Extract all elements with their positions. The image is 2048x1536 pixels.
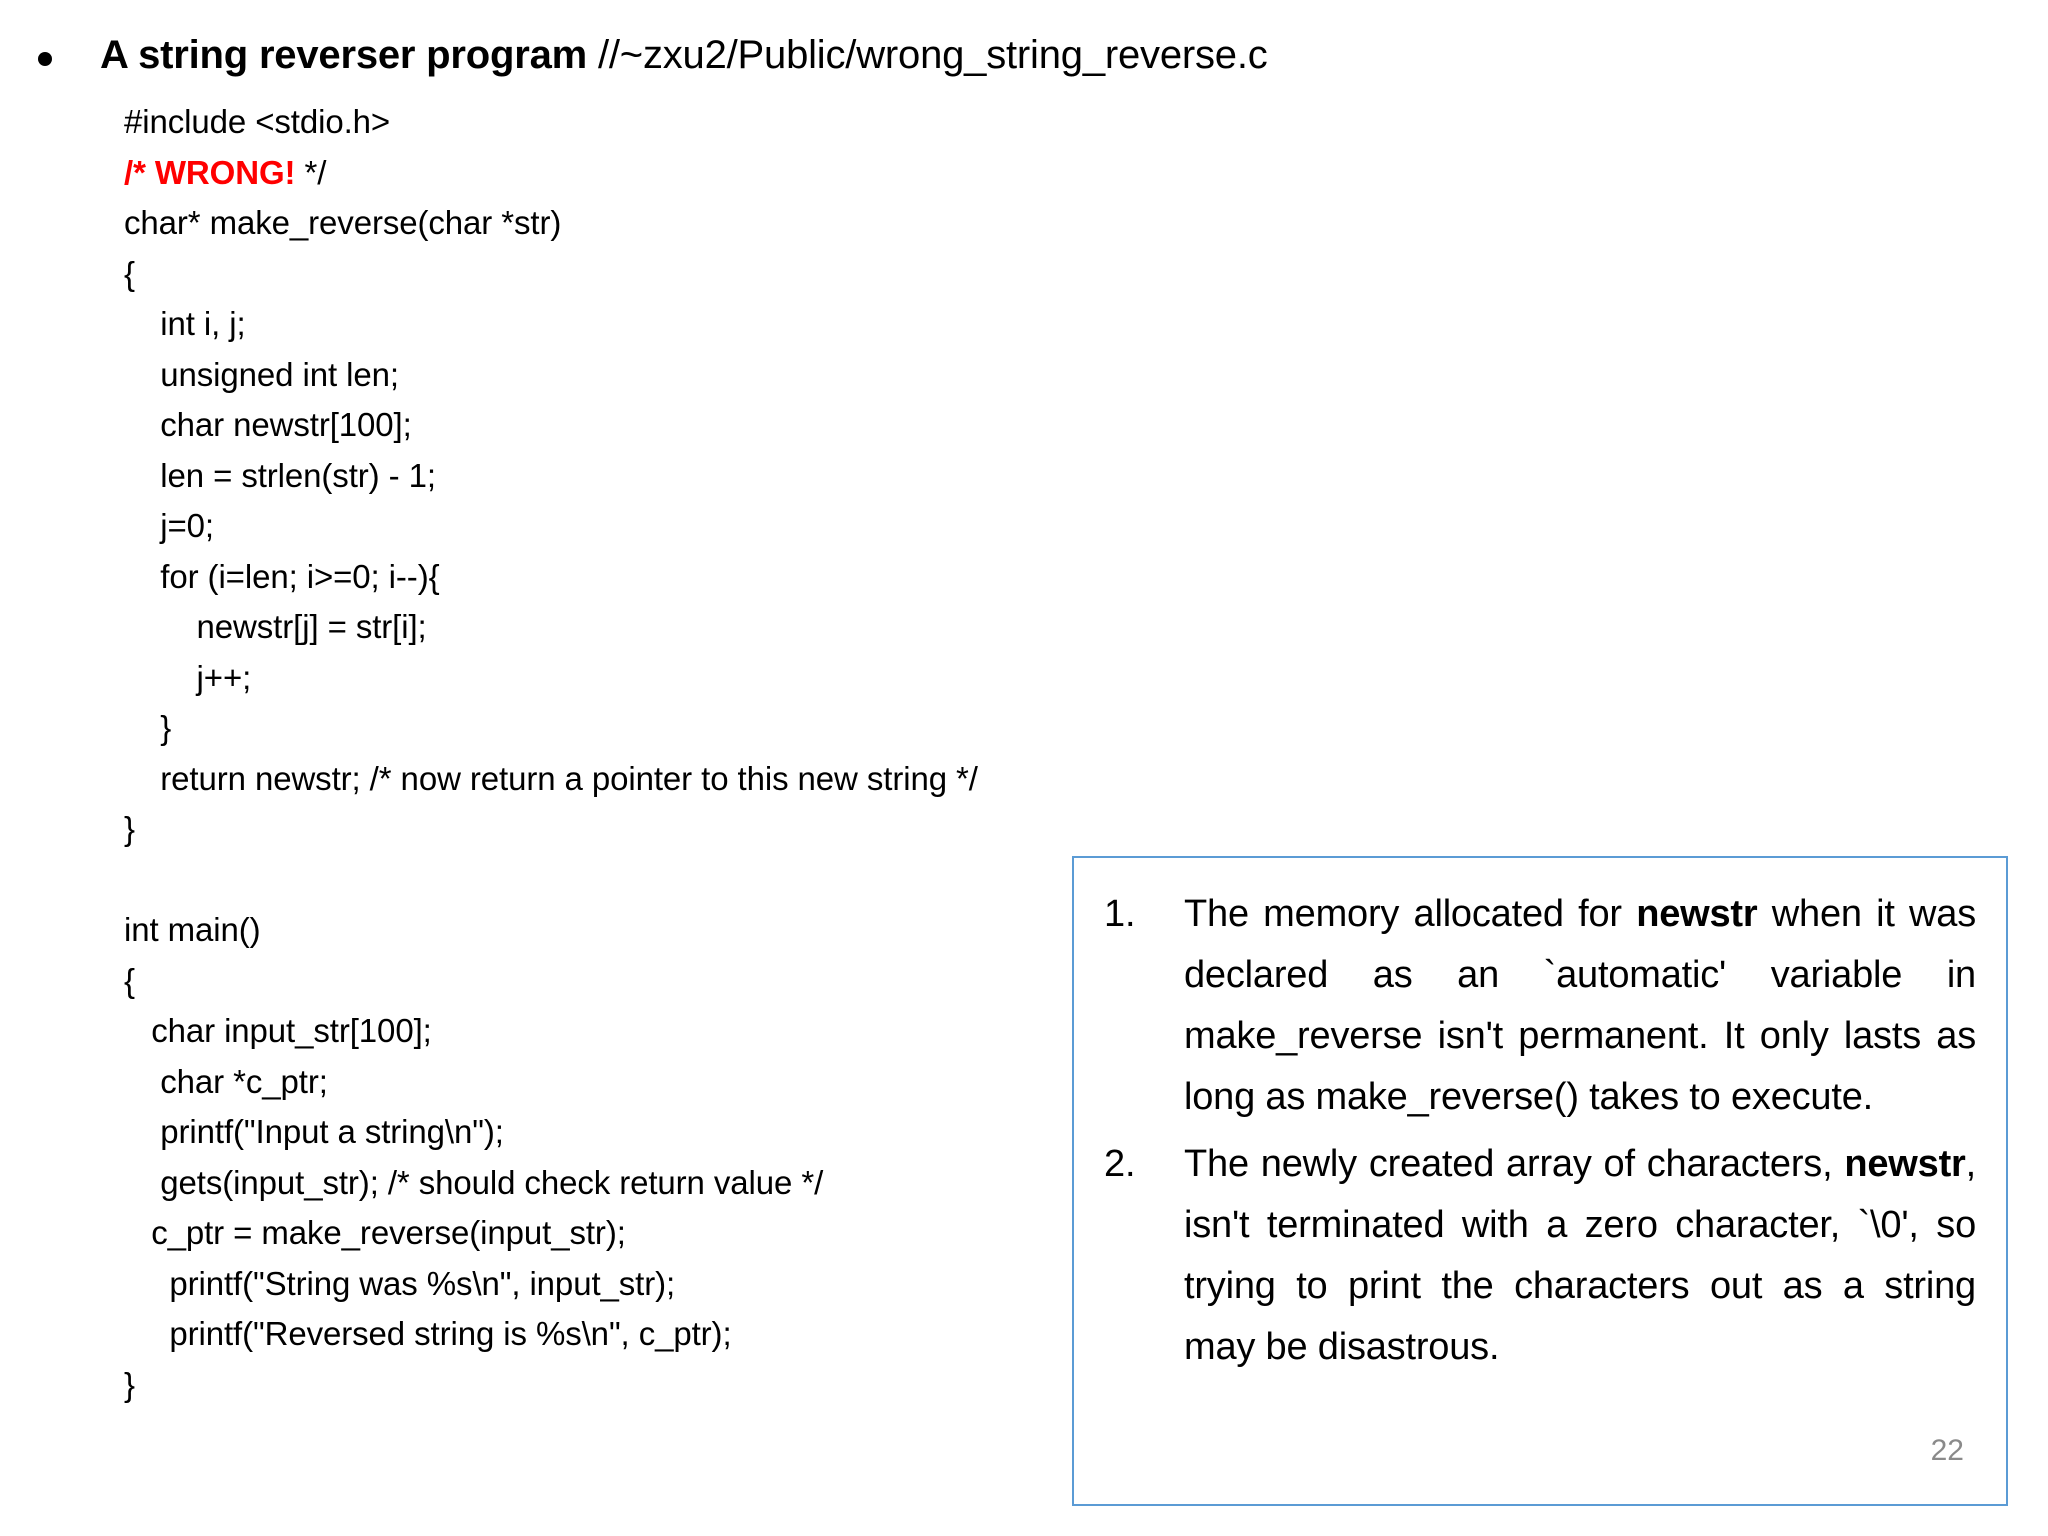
code-line-text: for (i=len; i>=0; i--){ [124, 557, 440, 595]
code-line-text: printf("Reversed string is %s\n", c_ptr)… [124, 1315, 732, 1352]
code-line: char* make_reverse(char *str) [124, 198, 1224, 249]
code-line: } [124, 703, 1224, 754]
code-line: } [124, 1360, 1224, 1411]
page-title: A string reverser program //~zxu2/Public… [100, 30, 1268, 80]
code-line: } [124, 804, 1224, 855]
code-line: int i, j; [124, 299, 1224, 350]
explanation-list: The memory allocated for newstr when it … [1096, 884, 1976, 1378]
code-line: newstr[j] = str[i]; [124, 602, 1224, 653]
code-line: c_ptr = make_reverse(input_str); [124, 1208, 1224, 1259]
slide-number: 22 [1930, 1434, 1964, 1467]
code-line-text: printf("String was %s\n", input_str); [124, 1264, 676, 1302]
code-line: char newstr[100]; [124, 400, 1224, 451]
code-line-text: printf("Input a string\n"); [124, 1113, 504, 1150]
code-line-text: */ [295, 153, 327, 191]
code-line-text: char *c_ptr; [124, 1062, 328, 1100]
list-item: The memory allocated for newstr when it … [1096, 884, 1976, 1128]
explanation-callout-box: The memory allocated for newstr when it … [1072, 856, 2008, 1506]
code-line: printf("Reversed string is %s\n", c_ptr)… [124, 1309, 1224, 1360]
code-line: /* WRONG! */ [124, 148, 1224, 199]
code-line-text: char input_str[100]; [124, 1012, 432, 1049]
list-item-emphasis: newstr [1636, 893, 1758, 935]
code-comment-wrong: /* WRONG! [124, 153, 296, 191]
code-line-text: newstr[j] = str[i]; [124, 608, 427, 645]
code-line-text: } [124, 709, 172, 746]
code-line: int main() [124, 905, 1224, 956]
code-block: #include <stdio.h> /* WRONG! */ char* make… [124, 97, 1224, 1410]
code-line-text: gets(input_str); /* should check return … [124, 1163, 824, 1201]
code-line: char input_str[100]; [124, 1006, 1224, 1057]
code-line-text: j=0; [124, 507, 214, 544]
list-item-text-after: when it was declared as an `automatic' v… [1184, 893, 1976, 1118]
list-item-text-before: The memory allocated for [1184, 893, 1637, 935]
code-line-text: c_ptr = make_reverse(input_str); [124, 1214, 626, 1251]
code-line [124, 855, 1224, 906]
code-line-text: unsigned int len; [124, 355, 399, 393]
code-line-text: } [124, 1365, 135, 1403]
code-line-text: } [124, 810, 135, 847]
code-line: for (i=len; i>=0; i--){ [124, 552, 1224, 603]
code-line: #include <stdio.h> [124, 97, 1224, 148]
code-line-text: { [124, 254, 135, 292]
code-line-text: len = strlen(str) - 1; [124, 456, 436, 494]
bullet-dot-icon [38, 52, 52, 66]
code-line-text: { [124, 961, 135, 999]
code-line-text: char newstr[100]; [124, 406, 412, 443]
list-item-text-before: The newly created array of characters, [1184, 1143, 1845, 1185]
code-line: return newstr; /* now return a pointer t… [124, 754, 1224, 805]
code-line: unsigned int len; [124, 350, 1224, 401]
list-item-emphasis: newstr [1844, 1143, 1966, 1185]
code-line: j=0; [124, 501, 1224, 552]
heading-bullet-row: A string reverser program //~zxu2/Public… [30, 30, 1730, 80]
code-line-text: return newstr; /* now return a pointer t… [124, 759, 978, 797]
code-line: printf("String was %s\n", input_str); [124, 1259, 1224, 1310]
code-line: gets(input_str); /* should check return … [124, 1158, 1224, 1209]
code-line: len = strlen(str) - 1; [124, 451, 1224, 502]
code-line-text: int i, j; [124, 305, 246, 342]
code-line: { [124, 249, 1224, 300]
code-line: { [124, 956, 1224, 1007]
code-line: char *c_ptr; [124, 1057, 1224, 1108]
code-line-text: int main() [124, 911, 261, 948]
code-line: j++; [124, 653, 1224, 704]
code-line: printf("Input a string\n"); [124, 1107, 1224, 1158]
code-line-text: j++; [124, 658, 252, 696]
page-title-bold: A string reverser program [100, 33, 588, 77]
list-item: The newly created array of characters, n… [1096, 1134, 1976, 1378]
list-item-text-after: , isn't terminated with a zero character… [1184, 1143, 1976, 1368]
page-title-path: //~zxu2/Public/wrong_string_reverse.c [587, 33, 1268, 77]
code-line-text: #include <stdio.h> [124, 103, 391, 140]
code-line-text: char* make_reverse(char *str) [124, 204, 562, 241]
